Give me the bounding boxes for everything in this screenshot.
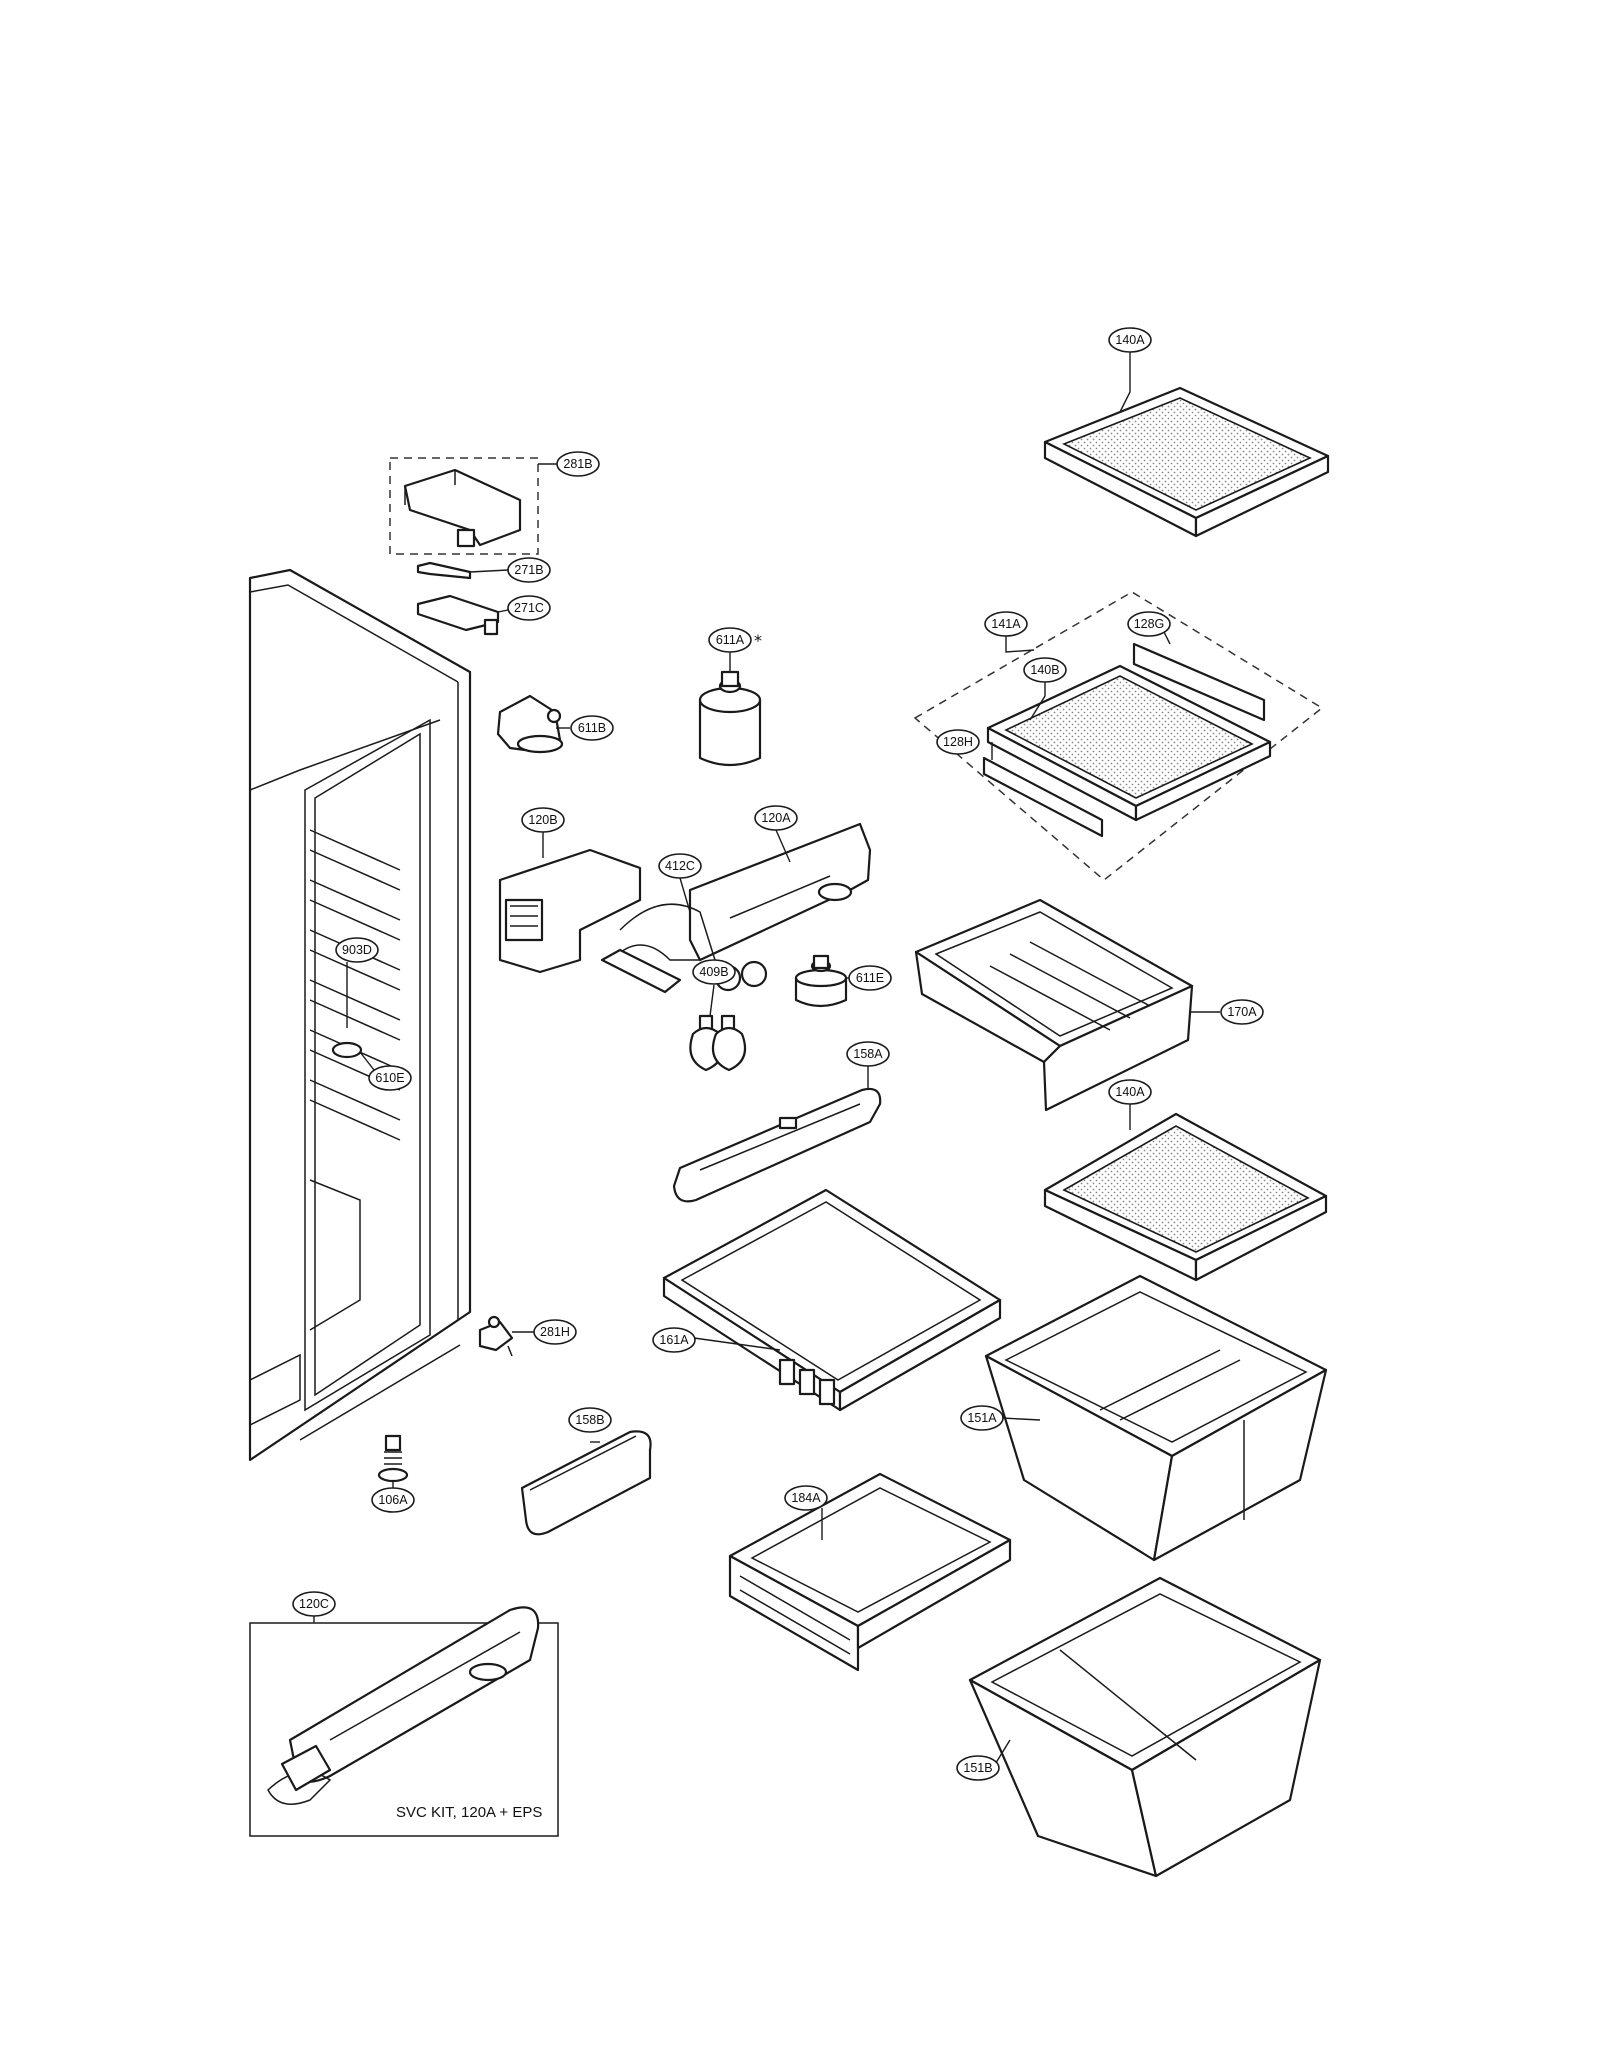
callout-611a: 611A [708, 627, 752, 653]
callout-label: 120C [299, 1597, 329, 1611]
part-140a-top-shelf [1043, 386, 1330, 538]
refrigerator-cabinet [248, 568, 472, 1462]
callout-label: 140A [1115, 333, 1145, 347]
callout-412c: 412C [658, 853, 702, 879]
callout-label: 281H [540, 1325, 570, 1339]
part-151b-bin [968, 1576, 1322, 1878]
callout-903d: 903D [335, 937, 379, 963]
part-184a-drawer-frame [728, 1472, 1012, 1672]
callout-label: 128G [1134, 617, 1165, 631]
callout-158a: 158A [846, 1041, 890, 1067]
part-106a-leveler [377, 1434, 409, 1483]
callout-label: 271B [514, 563, 543, 577]
callout-label: 151A [967, 1411, 997, 1425]
callout-151b: 151B [956, 1755, 1000, 1781]
part-158b-cover [520, 1430, 652, 1536]
callout-label: 120A [761, 811, 791, 825]
part-170a-crisper [914, 898, 1194, 1112]
part-271b-sensor [416, 561, 472, 580]
part-281b-cover [389, 457, 539, 555]
callout-271c: 271C [507, 595, 551, 621]
callout-label: 611B [578, 721, 606, 735]
part-271c-plate [416, 594, 500, 636]
callout-106a: 106A [371, 1487, 415, 1513]
callout-label: 128H [943, 735, 973, 749]
callout-271b: 271B [507, 557, 551, 583]
callout-label: 271C [514, 601, 544, 615]
callout-label: 161A [659, 1333, 689, 1347]
callout-label: 184A [791, 1491, 821, 1505]
callout-label: 151B [963, 1761, 992, 1775]
part-140a-mid-shelf [1043, 1112, 1328, 1282]
callout-281b: 281B [556, 451, 600, 477]
part-120a-cover [688, 822, 872, 962]
callout-label: 106A [378, 1493, 408, 1507]
callout-label: 158B [575, 1413, 604, 1427]
callout-184a: 184A [784, 1485, 828, 1511]
callout-label: 412C [665, 859, 695, 873]
callout-120a: 120A [754, 805, 798, 831]
part-281h-hinge [478, 1315, 514, 1357]
callout-611e: 611E [848, 965, 892, 991]
part-161a-shelf [662, 1188, 1002, 1412]
part-120c-kit-box [249, 1606, 559, 1837]
callout-151a: 151A [960, 1405, 1004, 1431]
part-120b-housing [498, 848, 642, 974]
part-611b-valve [496, 694, 564, 754]
callout-128h: 128H [936, 729, 980, 755]
callout-141a: 141A [984, 611, 1028, 637]
callout-120b: 120B [521, 807, 565, 833]
part-610e-light [331, 1041, 363, 1059]
callout-611b: 611B [570, 715, 614, 741]
callout-label: 281B [563, 457, 592, 471]
callout-label: 140A [1115, 1085, 1145, 1099]
callout-label: 409B [699, 965, 728, 979]
callout-label: 141A [991, 617, 1021, 631]
callout-label: 158A [853, 1047, 883, 1061]
part-141a-shelf-assembly [913, 591, 1324, 881]
callout-140a-mid: 140A [1108, 1079, 1152, 1105]
callout-140a-top: 140A [1108, 327, 1152, 353]
callout-label: 611E [856, 971, 884, 985]
callout-label: 140B [1030, 663, 1059, 677]
callout-120c: 120C [292, 1591, 336, 1617]
callout-409b: 409B [692, 959, 736, 985]
callout-170a: 170A [1220, 999, 1264, 1025]
callout-281h: 281H [533, 1319, 577, 1345]
callout-128g: 128G [1127, 611, 1171, 637]
part-151a-bin [984, 1274, 1328, 1562]
part-611a-water-filter [698, 670, 762, 767]
callout-140b: 140B [1023, 657, 1067, 683]
kit-note-text: SVC KIT, 120A + EPS [396, 1804, 542, 1821]
callout-161a: 161A [652, 1327, 696, 1353]
callout-158b: 158B [568, 1407, 612, 1433]
callout-label: 170A [1227, 1005, 1257, 1019]
callout-label: 903D [342, 943, 372, 957]
part-409b-bulbs [689, 1014, 747, 1072]
callout-label: 611A [716, 633, 745, 647]
callout-label: 610E [375, 1071, 404, 1085]
part-158a-trim [672, 1087, 882, 1203]
callout-label: 120B [528, 813, 557, 827]
part-611e-cap [794, 954, 848, 1008]
callout-610e: 610E [368, 1065, 412, 1091]
filter-star-mark: * [754, 631, 762, 650]
